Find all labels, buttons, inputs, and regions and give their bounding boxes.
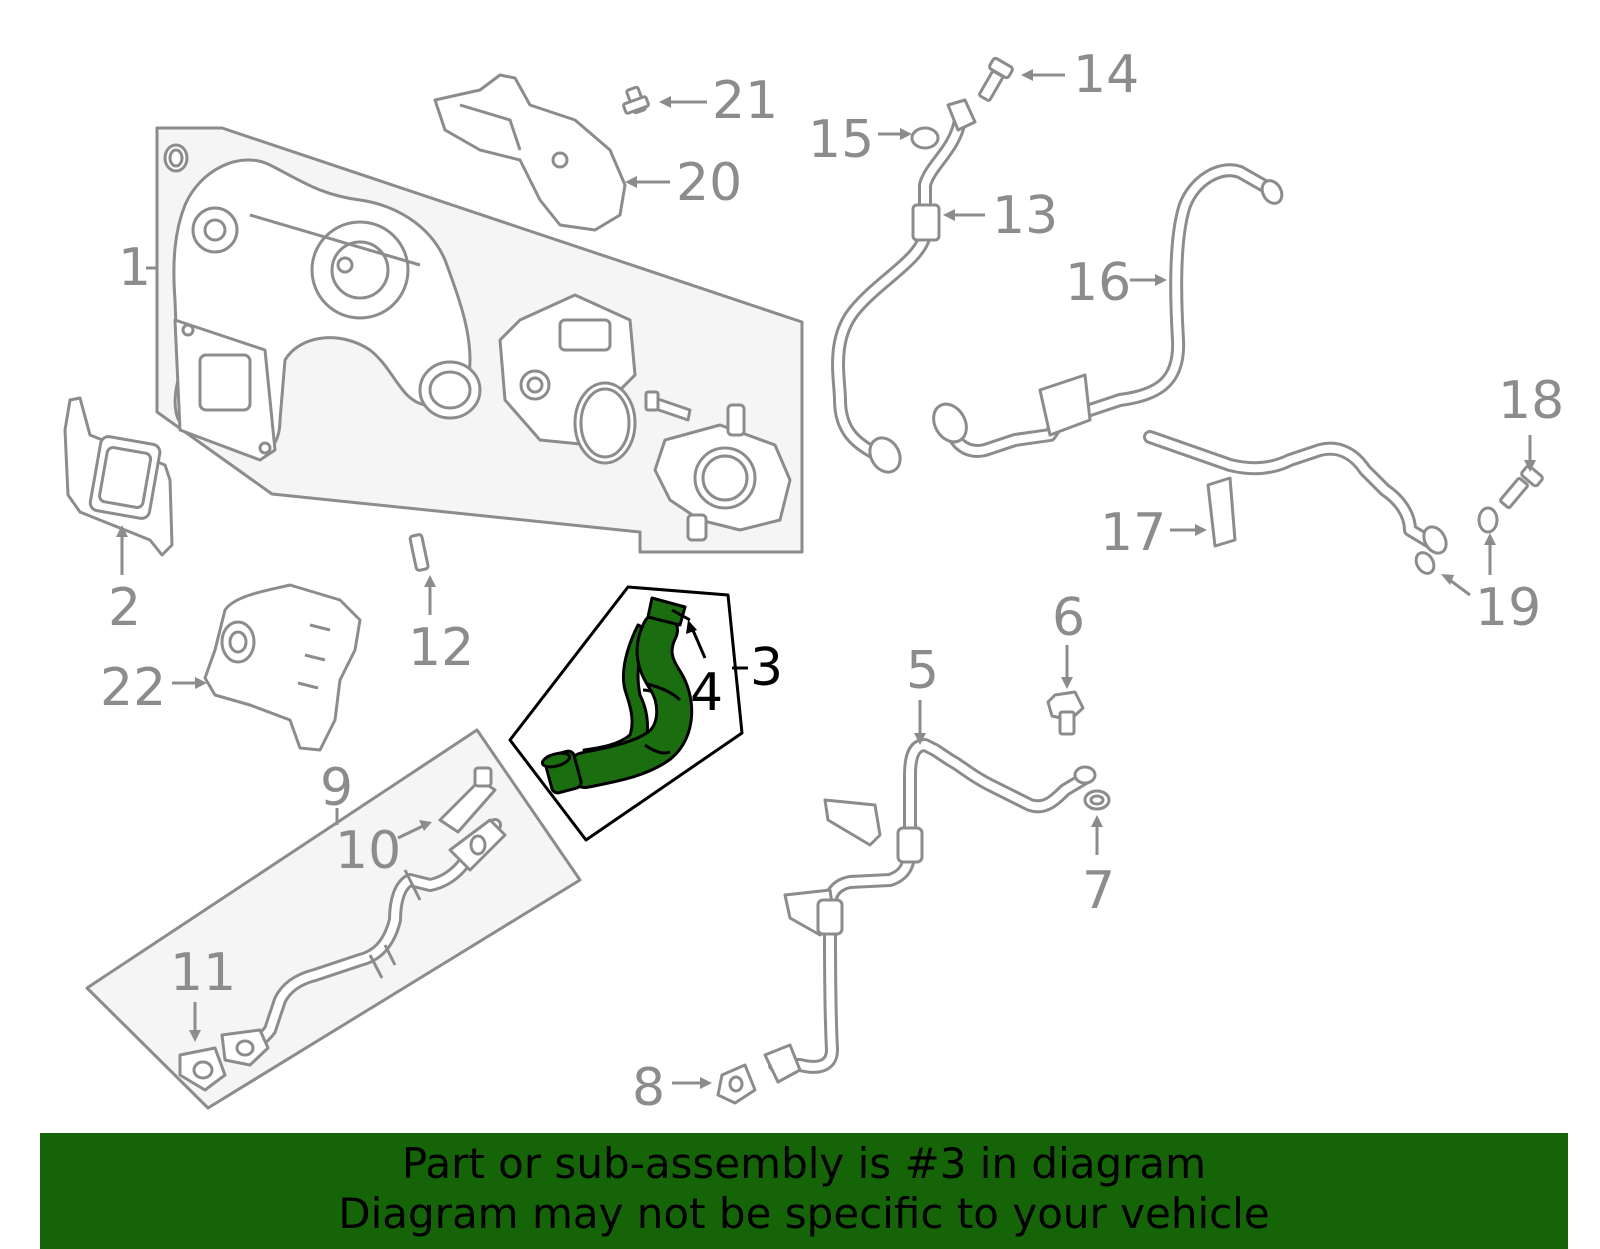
callout-5: 5 xyxy=(906,641,939,701)
callout-3[interactable]: 3 xyxy=(750,638,783,698)
info-banner: Part or sub-assembly is #3 in diagram Di… xyxy=(40,1133,1568,1249)
part-19-washer xyxy=(1414,506,1499,597)
callout-17: 17 xyxy=(1100,503,1166,563)
callout-22: 22 xyxy=(100,658,166,718)
part-15-washer xyxy=(878,126,940,150)
callout-20: 20 xyxy=(676,153,742,213)
part-6-bolt xyxy=(1046,645,1085,736)
banner-line-2: Diagram may not be specific to your vehi… xyxy=(338,1189,1270,1238)
callout-1: 1 xyxy=(118,238,151,298)
part-1-turbocharger-assembly xyxy=(155,126,804,554)
callout-18: 18 xyxy=(1498,371,1564,431)
callout-11: 11 xyxy=(170,943,236,1003)
part-3-intercooler-hose-assembly[interactable] xyxy=(508,585,748,842)
callout-13: 13 xyxy=(992,186,1058,246)
part-16-coolant-pipe xyxy=(932,163,1284,458)
part-12-dowel-pin xyxy=(408,533,436,615)
part-20-upper-heat-shield xyxy=(433,73,670,232)
callout-2: 2 xyxy=(108,578,141,638)
callout-4[interactable]: 4 xyxy=(690,663,723,723)
callout-14: 14 xyxy=(1073,45,1139,105)
part-10-sensor xyxy=(397,766,497,840)
callout-7: 7 xyxy=(1082,861,1115,921)
callout-15: 15 xyxy=(808,110,874,170)
callout-21: 21 xyxy=(712,71,778,131)
callout-12: 12 xyxy=(408,618,474,678)
part-11-gasket xyxy=(178,1002,227,1092)
part-8-gasket xyxy=(672,1063,757,1105)
part-5-oil-feed-pipe xyxy=(763,700,1097,1084)
part-17-coolant-return-pipe xyxy=(1143,430,1448,555)
callout-6: 6 xyxy=(1052,588,1085,648)
callout-8: 8 xyxy=(632,1058,665,1118)
callout-16: 16 xyxy=(1065,253,1131,313)
banner-line-1: Part or sub-assembly is #3 in diagram xyxy=(401,1139,1207,1188)
part-7-washer xyxy=(1083,789,1111,855)
part-18-bolt xyxy=(1499,435,1544,510)
part-13-oil-feed-line xyxy=(831,98,985,474)
callout-19: 19 xyxy=(1475,578,1541,638)
part-22-heat-shield xyxy=(172,583,362,752)
part-14-banjo-bolt xyxy=(978,56,1065,102)
callout-9: 9 xyxy=(320,758,353,818)
part-2-gasket xyxy=(63,396,174,575)
callout-10: 10 xyxy=(335,821,401,881)
part-21-bolt xyxy=(622,85,707,115)
